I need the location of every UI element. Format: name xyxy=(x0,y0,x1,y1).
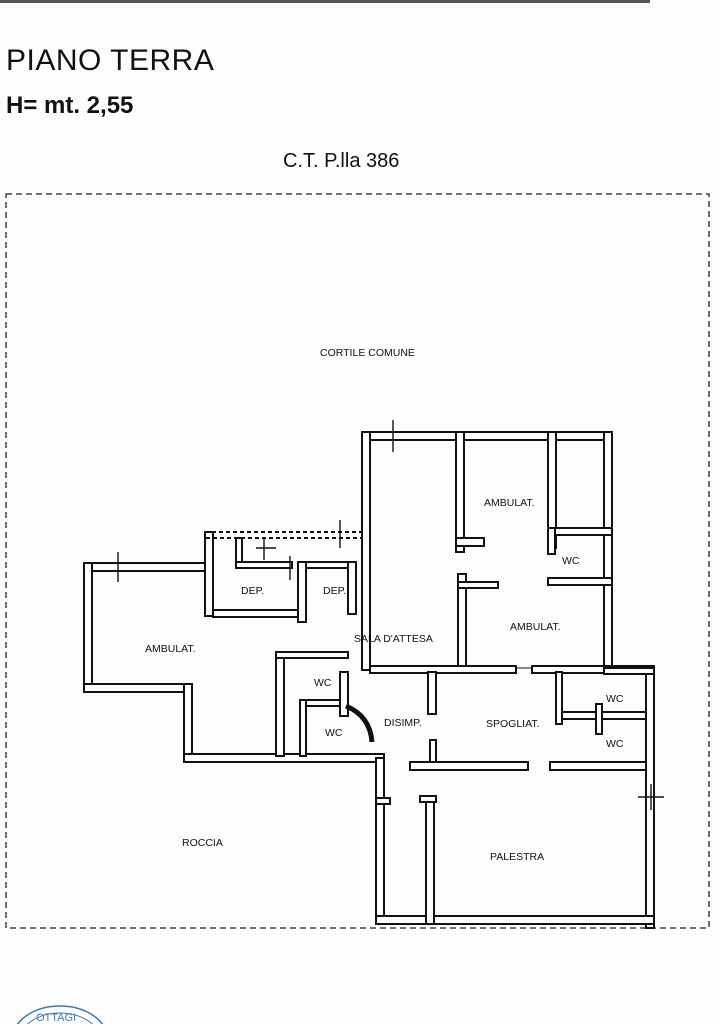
room-label-ambulat-left: AMBULAT. xyxy=(145,643,196,655)
room-label-ambulat-top: AMBULAT. xyxy=(484,497,535,509)
openings xyxy=(117,420,664,810)
room-label-dep-2: DEP. xyxy=(323,585,346,597)
top-rule xyxy=(0,0,650,3)
stamp: OTTAGI xyxy=(16,1005,104,1024)
room-label-spogliat: SPOGLIAT. xyxy=(486,718,540,730)
floor-title: PIANO TERRA xyxy=(6,44,215,77)
room-label-wc-left-2: WC xyxy=(325,727,343,739)
room-label-wc-top: WC xyxy=(562,555,580,567)
room-label-disimp: DISIMP. xyxy=(384,717,422,729)
room-label-palestra: PALESTRA xyxy=(490,851,544,863)
ceiling-height-label: H= mt. 2,55 xyxy=(6,92,134,119)
room-label-courtyard: CORTILE COMUNE xyxy=(320,347,415,359)
room-label-roccia: ROCCIA xyxy=(182,837,223,849)
room-label-wc-right-2: WC xyxy=(606,738,624,750)
cadastral-parcel-label: C.T. P.lla 386 xyxy=(283,150,400,172)
lot-boundary xyxy=(5,193,710,929)
room-label-dep-1: DEP. xyxy=(241,585,264,597)
room-label-wc-left-1: WC xyxy=(314,677,332,689)
room-label-ambulat-mid: AMBULAT. xyxy=(510,621,561,633)
stamp-text: OTTAGI xyxy=(36,1012,76,1024)
room-label-sala-attesa: SALA D'ATTESA xyxy=(354,633,433,645)
room-label-wc-right-1: WC xyxy=(606,693,624,705)
walls xyxy=(83,431,655,929)
